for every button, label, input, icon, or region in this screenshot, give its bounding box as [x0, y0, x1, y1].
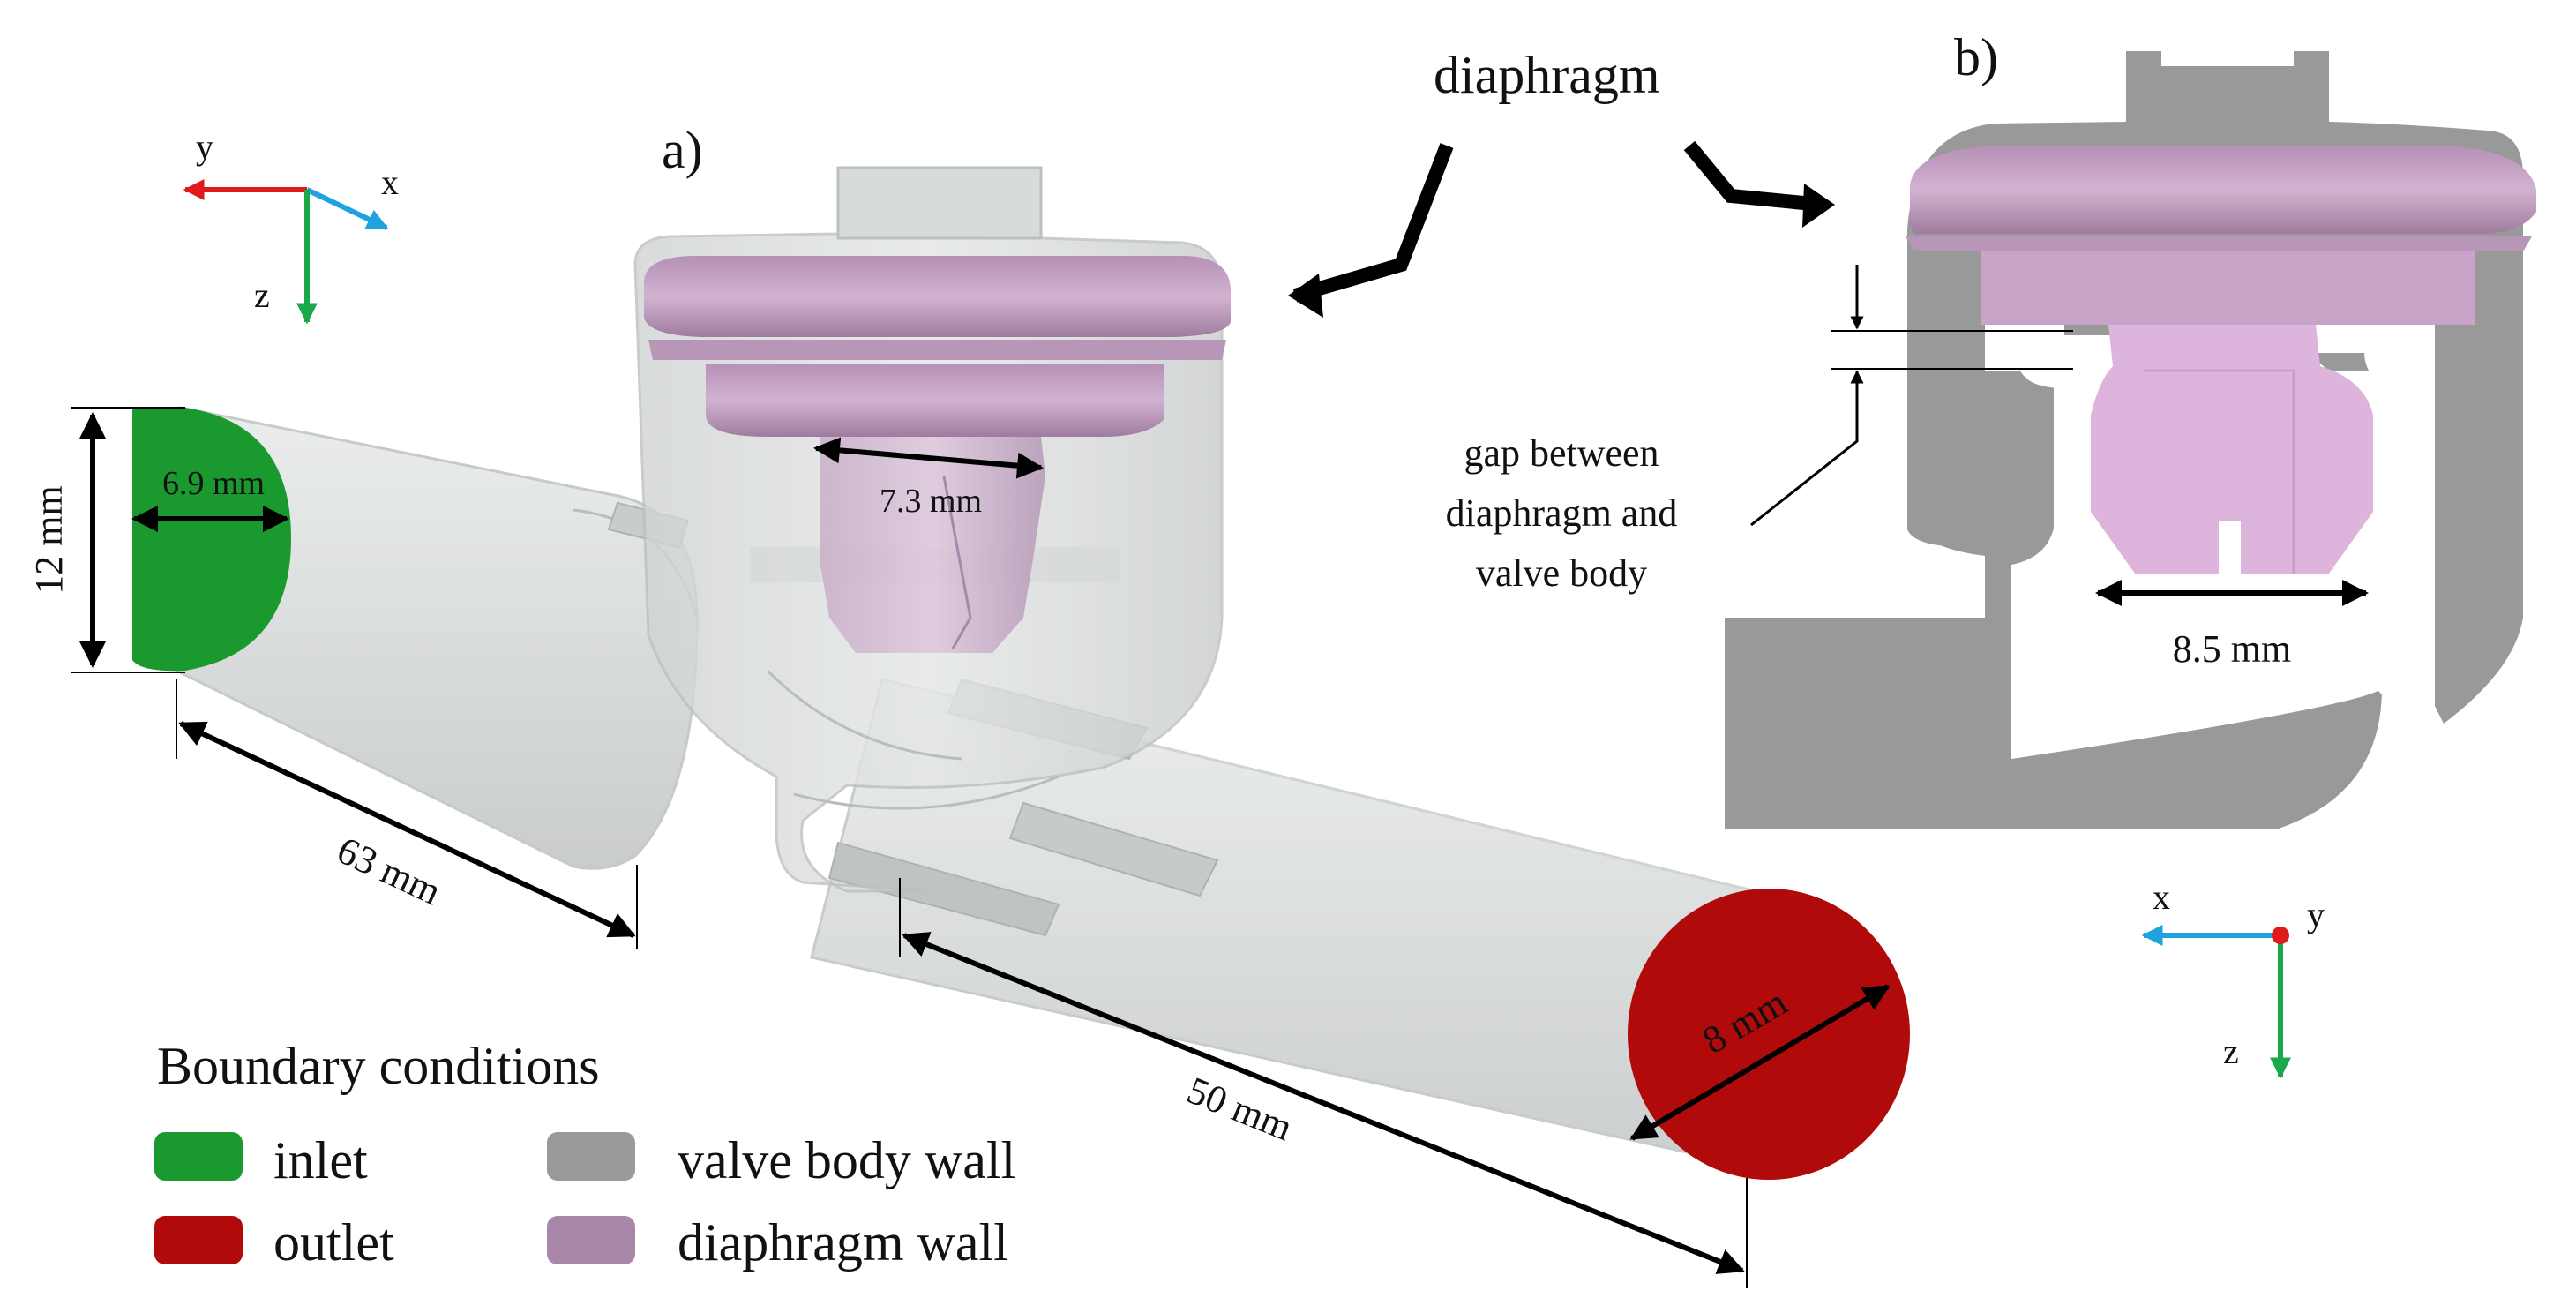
dim-outlet-length: 50 mm — [1181, 1069, 1299, 1150]
legend-title: Boundary conditions — [157, 1037, 600, 1095]
gap-label-line1: gap between — [1464, 431, 1659, 475]
panel-a-label: a) — [662, 121, 703, 179]
dim-stem-width: 7.3 mm — [880, 483, 982, 520]
dim-inlet-width: 6.9 mm — [162, 465, 265, 502]
diaphragm-pointer-a-head — [1288, 274, 1323, 318]
axes-panel-a: y x z — [183, 127, 399, 325]
legend-label-outlet: outlet — [273, 1213, 394, 1272]
diaphragm-label: diaphragm — [1434, 46, 1660, 104]
legend: Boundary conditions inlet outlet valve b… — [154, 1037, 1015, 1272]
panel-b-gap-dim — [1750, 265, 2073, 527]
panel-a-model — [132, 166, 1910, 1180]
axes-panel-b: x y z — [2141, 877, 2325, 1079]
diaphragm-pointer-b — [1683, 140, 1823, 212]
dim-inlet-height: 12 mm — [27, 485, 71, 594]
outlet-face — [1628, 889, 1910, 1180]
inlet-face — [132, 407, 291, 672]
diaphragm-section — [1908, 146, 2536, 234]
legend-label-inlet: inlet — [273, 1131, 368, 1189]
gap-label-line2: diaphragm and — [1446, 491, 1678, 535]
axis-a-z: z — [254, 275, 270, 315]
axis-b-y: y — [2307, 895, 2325, 934]
diaphragm-pointer-a — [1292, 143, 1454, 303]
axis-b-x: x — [2153, 877, 2170, 917]
legend-swatch-diaphragm — [547, 1216, 635, 1264]
legend-swatch-outlet — [154, 1216, 243, 1264]
diaphragm-pointer-b-head — [1802, 184, 1835, 228]
dim-section-width: 8.5 mm — [2173, 627, 2291, 671]
legend-label-diaphragm: diaphragm wall — [678, 1213, 1008, 1272]
legend-swatch-inlet — [154, 1132, 243, 1181]
legend-label-valve-body: valve body wall — [678, 1131, 1015, 1189]
panel-b-label: b) — [1954, 28, 1998, 86]
stem-section — [2091, 325, 2373, 574]
axis-a-y: y — [196, 127, 213, 167]
gap-label-line3: valve body — [1476, 551, 1647, 595]
legend-swatch-valve-body — [547, 1132, 635, 1181]
diaphragm-3d — [644, 256, 1231, 653]
panel-b-section — [1725, 51, 2536, 829]
axis-b-y-dot — [2272, 927, 2289, 944]
axis-b-z: z — [2223, 1032, 2239, 1071]
axis-a-x: x — [381, 162, 399, 202]
